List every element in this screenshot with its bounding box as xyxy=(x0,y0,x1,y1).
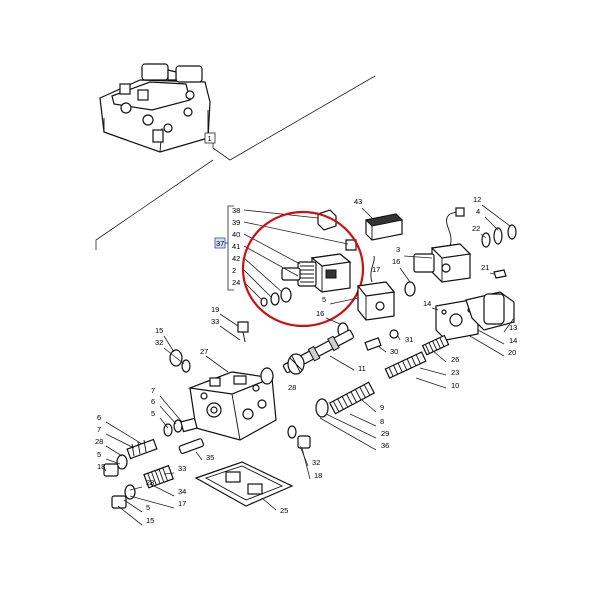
callout-20[interactable]: 20 xyxy=(508,348,516,357)
callout-6[interactable]: 6 xyxy=(151,397,155,406)
main-valve-body xyxy=(187,355,277,441)
bracket-group: 37 38 39 40 41 42 2 24 xyxy=(214,205,240,291)
callout-21[interactable]: 21 xyxy=(481,263,489,272)
spring-stack xyxy=(315,381,377,451)
callout-43[interactable]: 43 xyxy=(354,197,362,206)
callout-18b[interactable]: 18 xyxy=(314,471,322,480)
callout-12[interactable]: 12 xyxy=(473,195,481,204)
callout-8[interactable]: 8 xyxy=(380,417,384,426)
callout-34[interactable]: 34 xyxy=(178,487,186,496)
callout-28b[interactable]: 28 xyxy=(95,437,103,446)
callout-36[interactable]: 36 xyxy=(381,441,389,450)
frame-lines: 1 xyxy=(95,75,376,250)
far-left-group xyxy=(103,421,158,477)
callout-7b[interactable]: 7 xyxy=(97,425,101,434)
cover-plate-assembly xyxy=(431,291,515,357)
callout-23[interactable]: 23 xyxy=(451,368,459,377)
callout-33b[interactable]: 33 xyxy=(178,464,186,473)
callout-22[interactable]: 22 xyxy=(472,224,480,233)
callout-32[interactable]: 32 xyxy=(155,338,163,347)
bracket-callout-38-0[interactable]: 38 xyxy=(232,206,240,215)
plug-15-32 xyxy=(163,335,191,373)
callout-11[interactable]: 11 xyxy=(358,364,366,373)
callout-17b[interactable]: 17 xyxy=(178,499,186,508)
callout-25[interactable]: 25 xyxy=(280,506,288,515)
callout-5[interactable]: 5 xyxy=(322,295,326,304)
callout-32b[interactable]: 32 xyxy=(312,458,320,467)
bracket-callout-39-1[interactable]: 39 xyxy=(232,218,240,227)
callout-5c[interactable]: 5 xyxy=(97,450,101,459)
callout-7[interactable]: 7 xyxy=(151,386,155,395)
plug-19-33 xyxy=(219,313,249,343)
callout-5d[interactable]: 5 xyxy=(146,503,150,512)
callout-26[interactable]: 26 xyxy=(451,355,459,364)
callout-17[interactable]: 17 xyxy=(372,265,380,274)
bracket-callout-40-2[interactable]: 40 xyxy=(232,230,240,239)
callout-15b[interactable]: 15 xyxy=(146,516,154,525)
detent-group xyxy=(159,395,198,437)
selection-highlight-circle xyxy=(241,210,365,328)
callout-10[interactable]: 10 xyxy=(451,381,459,390)
bracket-callout-42-4[interactable]: 42 xyxy=(232,254,240,263)
callout-3[interactable]: 3 xyxy=(396,245,400,254)
parts-31-30 xyxy=(364,329,401,353)
plunger-35 xyxy=(178,438,204,461)
callout-31[interactable]: 31 xyxy=(405,335,413,344)
selected-tag-label: 37 xyxy=(216,239,224,248)
callout-13[interactable]: 13 xyxy=(509,323,517,332)
callout-1[interactable]: 1 xyxy=(208,134,212,143)
left-solenoid xyxy=(325,255,396,338)
callout-14b[interactable]: 14 xyxy=(509,336,517,345)
bracket-callout-41-3[interactable]: 41 xyxy=(232,242,240,251)
callout-9[interactable]: 9 xyxy=(380,403,384,412)
callout-4[interactable]: 4 xyxy=(476,207,480,216)
callout-14[interactable]: 14 xyxy=(423,299,431,308)
callout-16b[interactable]: 16 xyxy=(316,309,324,318)
spool-11 xyxy=(282,329,355,375)
screw-21 xyxy=(489,269,507,279)
bottom-plate-25 xyxy=(194,461,294,511)
callout-29[interactable]: 29 xyxy=(381,429,389,438)
callout-19[interactable]: 19 xyxy=(211,305,219,314)
springs-26-23-10 xyxy=(384,334,450,389)
bracket-callout-2-5[interactable]: 2 xyxy=(232,266,236,275)
spring-34 xyxy=(111,464,175,526)
bracket-callout-24-6[interactable]: 24 xyxy=(232,278,240,287)
overview-assembly xyxy=(99,63,211,153)
callout-33[interactable]: 33 xyxy=(211,317,219,326)
callout-28c[interactable]: 28 xyxy=(146,478,154,487)
callout-28[interactable]: 28 xyxy=(288,383,296,392)
callout-18[interactable]: 18 xyxy=(97,462,105,471)
callout-5b[interactable]: 5 xyxy=(151,409,155,418)
callout-16[interactable]: 16 xyxy=(392,257,400,266)
fittings-12-4-22 xyxy=(480,204,517,248)
solenoid-coil-assembly xyxy=(243,209,357,307)
callout-15[interactable]: 15 xyxy=(155,326,163,335)
callout-30[interactable]: 30 xyxy=(390,347,398,356)
callout-27[interactable]: 27 xyxy=(200,347,208,356)
connector-43 xyxy=(361,207,404,241)
callout-6b[interactable]: 6 xyxy=(97,413,101,422)
plug-32-18 xyxy=(287,425,311,480)
right-solenoid xyxy=(399,207,472,297)
callout-35[interactable]: 35 xyxy=(206,453,214,462)
